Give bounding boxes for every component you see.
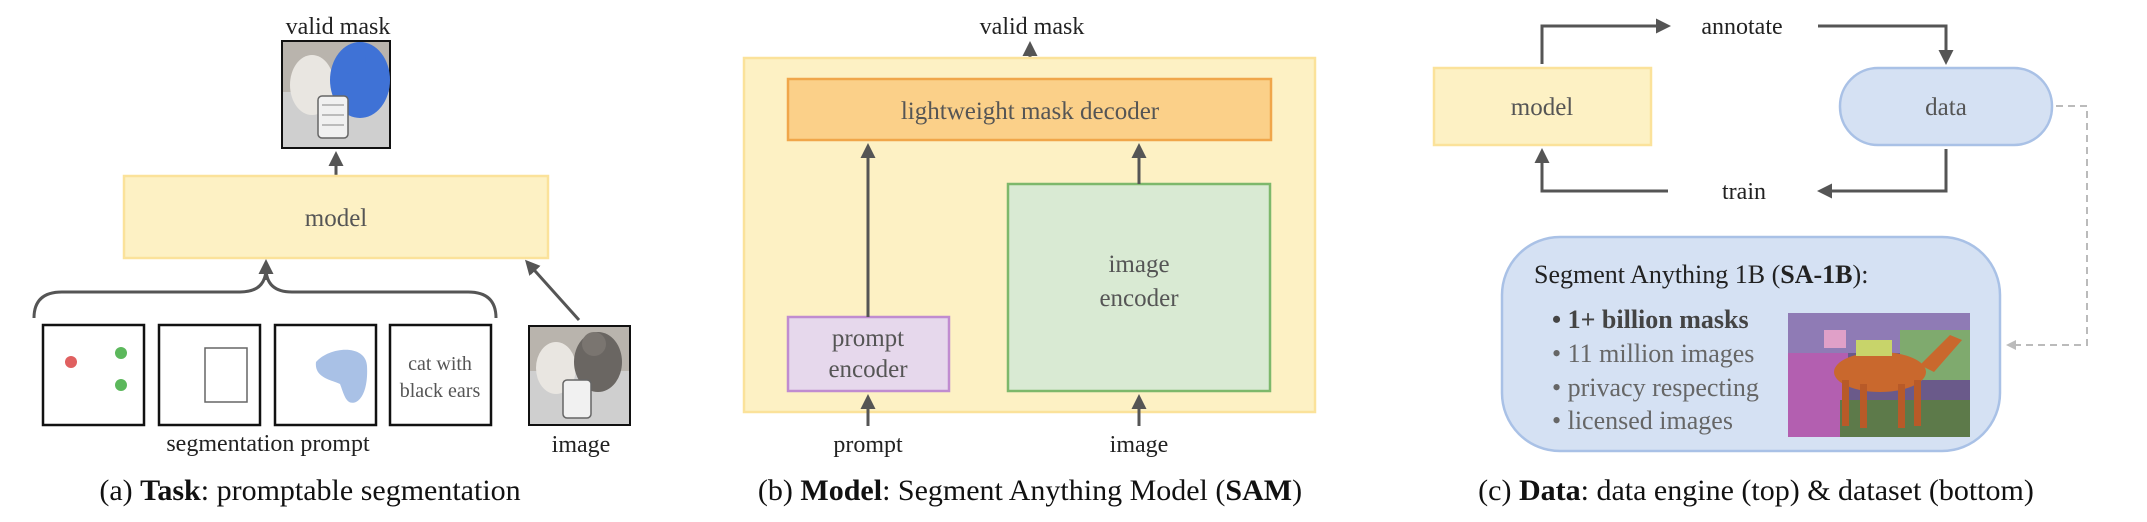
panel-model: valid mask lightweight mask decoder prom… [742, 14, 1317, 507]
annotate-label: annotate [1701, 14, 1782, 40]
engine-data-label: data [1925, 94, 1967, 121]
image-encoder-label-1: image [1108, 251, 1169, 278]
valid-mask-image [281, 40, 391, 149]
model-to-annotate-arrow [1540, 18, 1671, 64]
sam-prompt-label: prompt [833, 432, 903, 458]
image-encoder-box [1006, 182, 1272, 393]
mask-decoder-label: lightweight mask decoder [901, 98, 1160, 125]
text-prompt-line2: black ears [400, 380, 481, 402]
image-encoder-label-2: encoder [1099, 285, 1179, 312]
points-prompt [41, 323, 146, 427]
bullet-3: • privacy respecting [1552, 373, 1759, 402]
green-point-icon [115, 347, 127, 359]
data-to-dataset-dashed-arrow [2006, 105, 2088, 350]
mask-prompt [273, 323, 378, 427]
task-model-label: model [305, 205, 368, 232]
train-label: train [1722, 179, 1766, 205]
annotate-to-data-arrow [1818, 24, 1954, 65]
dataset-sample-image [1788, 313, 1970, 437]
mask-blob-icon [315, 349, 368, 403]
task-output-label: valid mask [286, 14, 391, 40]
model-caption: (b) Model: Segment Anything Model (SAM) [758, 474, 1302, 507]
sam-output-label: valid mask [980, 14, 1085, 40]
bullet-2: • 11 million images [1552, 339, 1754, 368]
sam-image-label: image [1110, 432, 1169, 458]
text-prompt-line1: cat with [408, 353, 472, 375]
input-image [528, 325, 631, 426]
segmentation-prompt-label: segmentation prompt [166, 431, 370, 457]
data-to-train-arrow [1817, 149, 1948, 199]
panel-task: valid mask model [32, 14, 631, 507]
dataset-title: Segment Anything 1B (SA-1B): [1534, 260, 1868, 289]
image-to-model-arrow [524, 259, 581, 322]
engine-model-label: model [1511, 94, 1574, 121]
data-caption: (c) Data: data engine (top) & dataset (b… [1478, 474, 2034, 507]
mask-decoder-box [786, 77, 1273, 142]
engine-model-box [1432, 66, 1653, 147]
train-to-model-arrow [1534, 148, 1668, 193]
prompt-encoder-label-2: encoder [828, 356, 908, 383]
task-model-box [122, 174, 550, 260]
box-prompt [157, 323, 262, 427]
green-point-icon [115, 379, 127, 391]
engine-data-box [1838, 66, 2054, 147]
task-caption: (a) Task: promptable segmentation [99, 474, 520, 507]
task-image-label: image [552, 432, 611, 458]
bullet-1: • 1+ billion masks [1552, 305, 1749, 334]
red-point-icon [65, 356, 77, 368]
panel-data: model data annotate train Segment Anythi… [1432, 14, 2088, 507]
bounding-box-icon [204, 347, 248, 403]
prompt-encoder-label-1: prompt [832, 325, 904, 352]
bullet-4: • licensed images [1552, 406, 1733, 435]
text-prompt: cat with black ears [388, 323, 493, 427]
